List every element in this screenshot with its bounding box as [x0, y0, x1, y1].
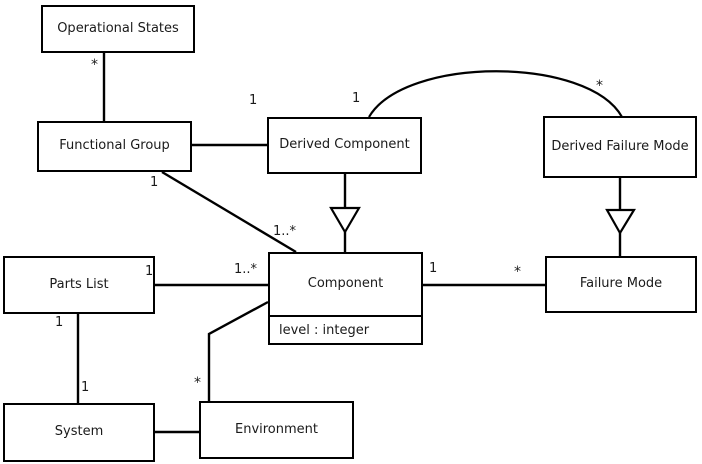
class-name-system: System [54, 424, 104, 440]
class-name-environment: Environment [234, 421, 318, 437]
class-attribute-level: level : integer [270, 315, 421, 343]
class-name-derived-failure-mode: Derived Failure Mode [551, 138, 689, 154]
generalization-triangle-derivedcomponent [329, 206, 361, 235]
class-box-system[interactable]: System [3, 403, 155, 462]
multiplicity-functionalgroup-component-many: 1..* [273, 224, 297, 239]
class-box-derived-failure-mode[interactable]: Derived Failure Mode [543, 116, 697, 178]
class-box-derived-component[interactable]: Derived Component [267, 117, 422, 174]
multiplicity-failuremode-left-star: * [514, 264, 521, 280]
edge-derivedcomponent-to-derivedfailuremode [368, 70, 623, 118]
class-box-operational-states[interactable]: Operational States [41, 5, 195, 53]
multiplicity-derivedcomponent-curve: 1 [352, 91, 361, 106]
generalization-triangle-derivedfailuremode [605, 208, 636, 236]
class-box-failure-mode[interactable]: Failure Mode [545, 256, 697, 313]
class-name-derived-component: Derived Component [279, 137, 410, 153]
multiplicity-functionalgroup-derivedcomponent: 1 [249, 93, 258, 108]
multiplicity-functionalgroup-component-one: 1 [150, 175, 159, 190]
class-box-parts-list[interactable]: Parts List [3, 256, 155, 314]
class-box-component[interactable]: Component level : integer [268, 252, 423, 345]
class-box-environment[interactable]: Environment [199, 401, 354, 459]
multiplicity-partslist-right-one: 1 [145, 264, 154, 279]
class-name-functional-group: Functional Group [59, 138, 170, 154]
multiplicity-derivedfailuremode-curve: * [596, 78, 603, 94]
class-box-functional-group[interactable]: Functional Group [37, 121, 192, 172]
multiplicity-component-failuremode-one: 1 [429, 261, 438, 276]
multiplicity-partslist-system-top: 1 [55, 315, 64, 330]
multiplicity-environment-component-star: * [194, 375, 201, 391]
class-name-failure-mode: Failure Mode [579, 276, 663, 292]
class-name-operational-states: Operational States [57, 20, 179, 36]
multiplicity-partslist-component-many: 1..* [234, 262, 258, 277]
multiplicity-partslist-system-bottom: 1 [81, 380, 90, 395]
multiplicity-opstates-functionalgroup: * [91, 57, 98, 73]
edge-environment-to-component [207, 300, 269, 401]
class-name-parts-list: Parts List [49, 276, 109, 292]
class-name-component: Component [307, 276, 384, 292]
edge-functionalgroup-to-component [161, 170, 297, 254]
